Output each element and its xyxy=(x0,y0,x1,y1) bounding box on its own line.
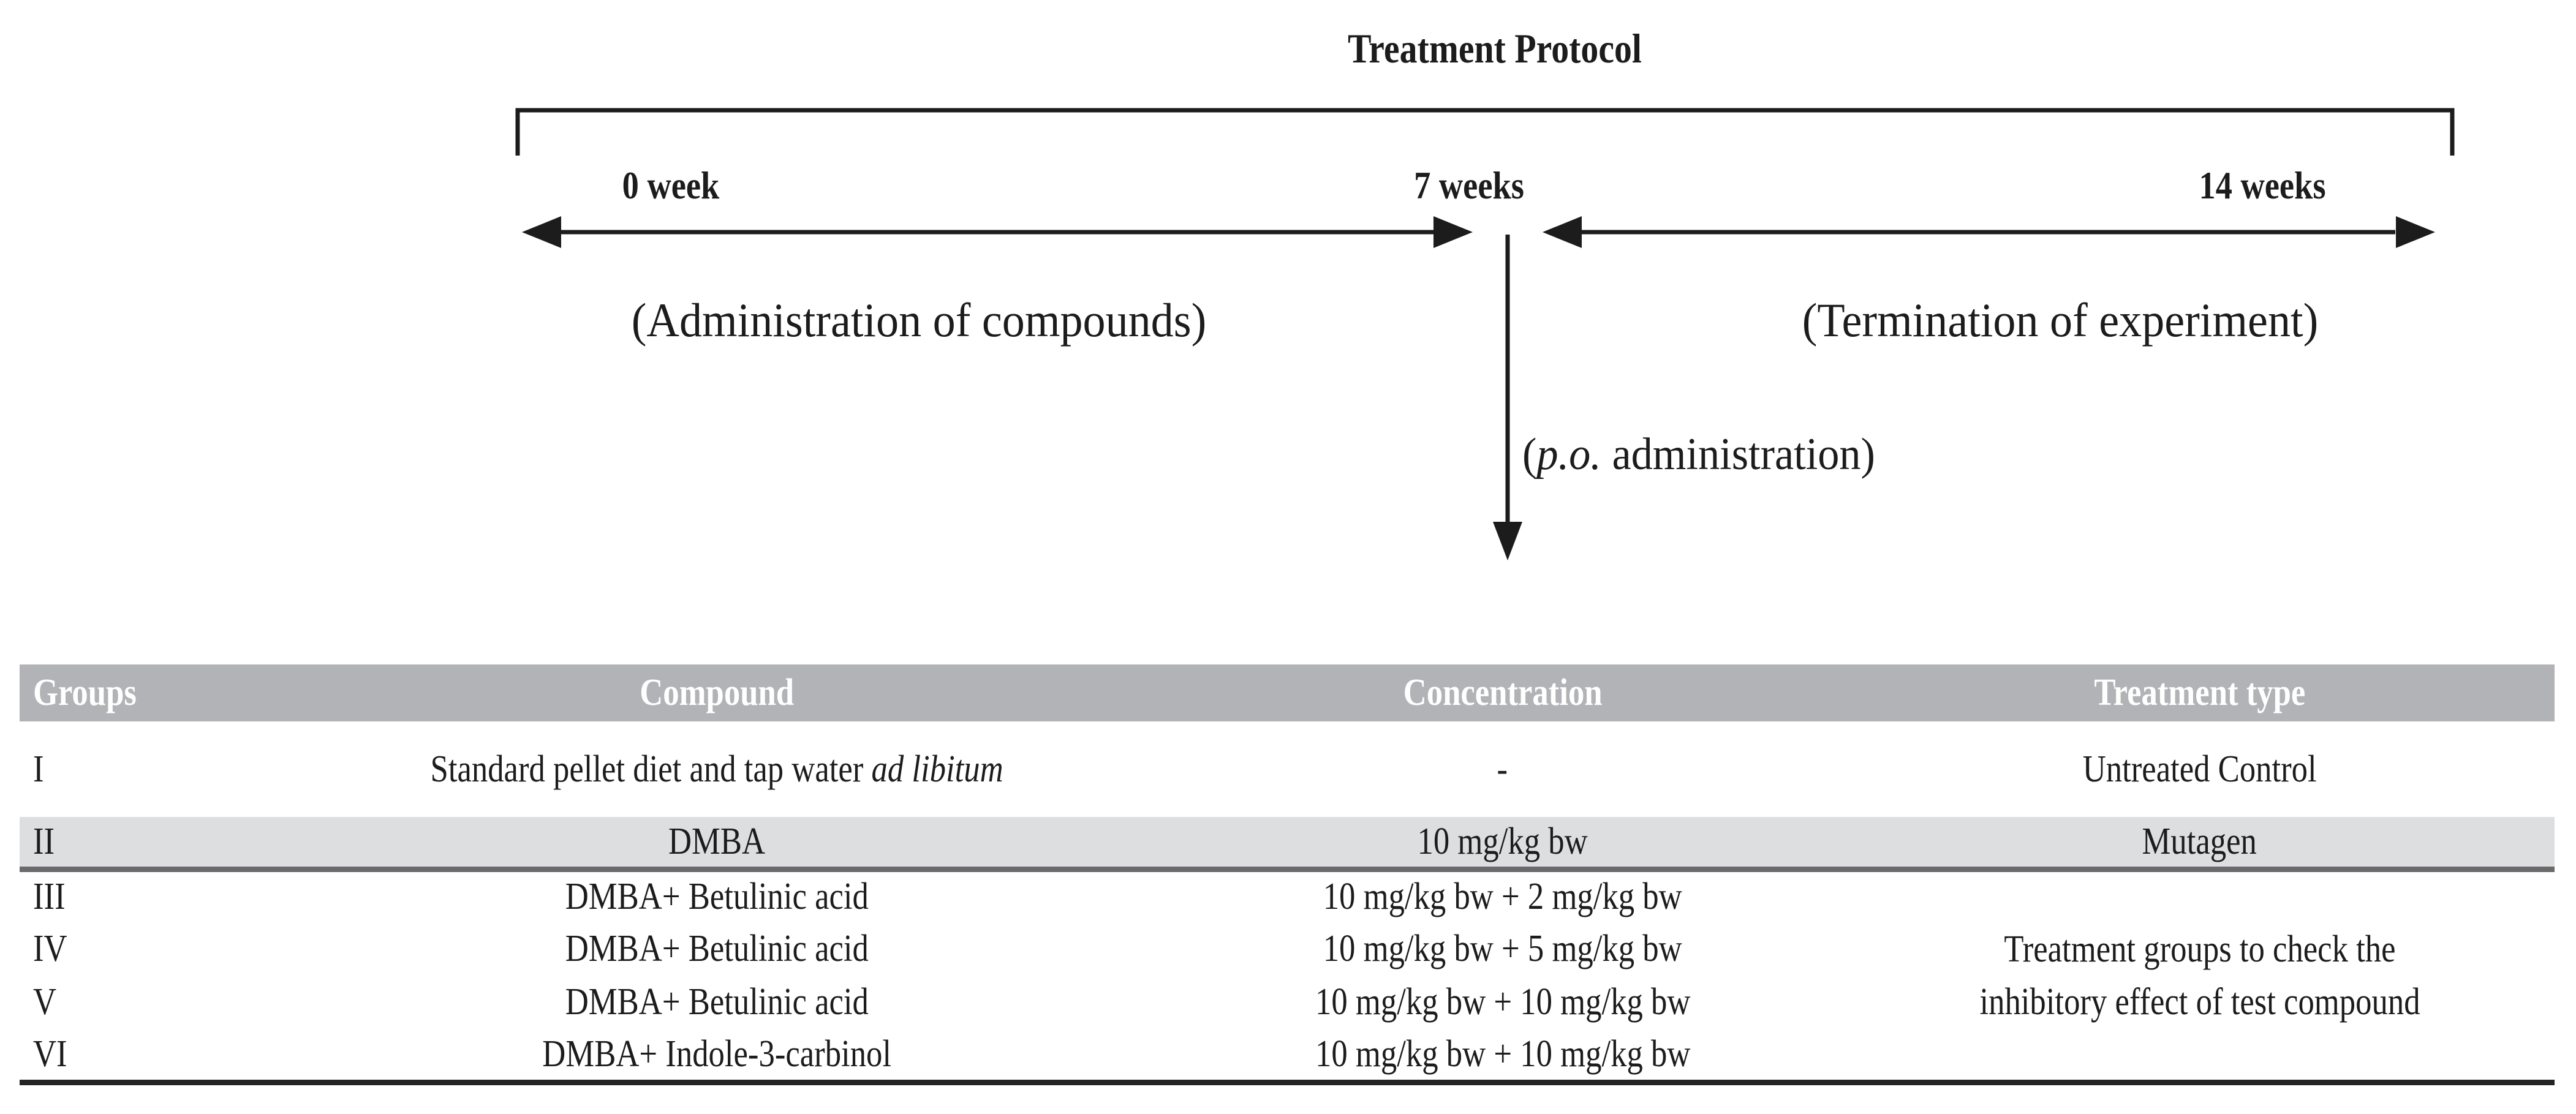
header-groups: Groups xyxy=(20,664,273,721)
header-row: Groups Compound Concentration Treatment … xyxy=(20,664,2555,721)
cell-compound-text: DMBA xyxy=(668,820,766,862)
cell-group-text: III xyxy=(33,876,66,918)
cell-treatment-text: Untreated Control xyxy=(2082,748,2317,790)
header-compound: Compound xyxy=(273,664,1160,721)
header-concentration-text: Concentration xyxy=(1403,672,1603,713)
cell-concentration: 10 mg/kg bw xyxy=(1160,817,1845,872)
cell-concentration: 10 mg/kg bw + 10 mg/kg bw xyxy=(1160,976,1845,1029)
phase2-annotation-text: (Termination of experiment) xyxy=(1802,293,2319,347)
po-suffix: administration) xyxy=(1601,429,1875,480)
timeline-graphics xyxy=(515,108,2455,560)
header-groups-text: Groups xyxy=(33,672,137,713)
label-week-7-text: 7 weeks xyxy=(1414,164,1524,207)
label-week-0: 0 week xyxy=(614,163,728,208)
table-row-iii: III DMBA+ Betulinic acid 10 mg/kg bw + 2… xyxy=(20,869,2555,1023)
phase2-arrowhead-right-icon xyxy=(2396,216,2435,248)
phase2-arrowhead-left-icon xyxy=(1543,216,1582,248)
cell-compound-text: DMBA+ Indole-3-carbinol xyxy=(542,1033,891,1075)
cell-group-text: II xyxy=(33,820,55,862)
cell-treatment: Untreated Control xyxy=(1845,721,2555,817)
merged-treatment-line2: inhibitory effect of test compound xyxy=(1845,976,2555,1028)
cell-concentration: 10 mg/kg bw + 2 mg/kg bw xyxy=(1160,869,1845,922)
label-week-7: 7 weeks xyxy=(1404,163,1534,208)
phase1-annotation: (Administration of compounds) xyxy=(616,293,1222,348)
cell-compound: Standard pellet diet and tap water ad li… xyxy=(273,721,1160,817)
treatment-protocol-diagram: Treatment Protocol 0 week 7 weeks 14 wee… xyxy=(515,24,2455,560)
compound-latin: ad libitum xyxy=(871,748,1003,790)
diagram-title: Treatment Protocol xyxy=(1322,24,1668,73)
phase1-arrowhead-right-icon xyxy=(1433,216,1473,248)
cell-group: VI xyxy=(20,1029,273,1082)
cell-treatment-text: Mutagen xyxy=(2142,820,2257,862)
label-week-14: 14 weeks xyxy=(2188,163,2337,208)
phase2-annotation: (Termination of experiment) xyxy=(1789,293,2332,348)
cell-group: IV xyxy=(20,922,273,976)
cell-concentration-text: - xyxy=(1497,748,1508,790)
cell-compound-text: DMBA+ Betulinic acid xyxy=(565,928,869,969)
groups-table-body: I Standard pellet diet and tap water ad … xyxy=(20,721,2555,1082)
cell-compound: DMBA+ Betulinic acid xyxy=(273,869,1160,922)
label-week-14-text: 14 weeks xyxy=(2199,164,2326,207)
cell-group-text: IV xyxy=(33,928,67,969)
groups-table-header: Groups Compound Concentration Treatment … xyxy=(20,664,2555,721)
phase1-annotation-text: (Administration of compounds) xyxy=(631,293,1207,347)
label-week-0-text: 0 week xyxy=(622,164,720,207)
cell-group-text: V xyxy=(33,981,57,1023)
table-row-ii: II DMBA 10 mg/kg bw Mutagen xyxy=(20,817,2555,872)
cell-treatment-merged: Treatment groups to check the inhibitory… xyxy=(1845,869,2555,1082)
dose-arrowhead-down-icon xyxy=(1493,522,1522,560)
groups-table: Groups Compound Concentration Treatment … xyxy=(20,664,2555,1085)
cell-compound: DMBA+ Betulinic acid xyxy=(273,922,1160,976)
merged-treatment-line2-text: inhibitory effect of test compound xyxy=(1979,981,2420,1023)
cell-group-text: I xyxy=(33,748,44,790)
cell-concentration-text: 10 mg/kg bw + 10 mg/kg bw xyxy=(1315,981,1690,1023)
cell-concentration: - xyxy=(1160,721,1845,817)
cell-group: I xyxy=(20,721,273,817)
cell-group: II xyxy=(20,817,273,872)
po-annotation-text: (p.o. administration) xyxy=(1522,429,1875,481)
cell-compound: DMBA+ Betulinic acid xyxy=(273,976,1160,1029)
header-compound-text: Compound xyxy=(639,672,794,713)
compound-main: Standard pellet diet and tap water xyxy=(430,748,872,790)
cell-compound-text: DMBA+ Betulinic acid xyxy=(565,876,869,918)
po-paren-open: ( xyxy=(1522,429,1537,480)
cell-concentration: 10 mg/kg bw + 5 mg/kg bw xyxy=(1160,922,1845,976)
cell-concentration-text: 10 mg/kg bw + 5 mg/kg bw xyxy=(1323,928,1682,969)
cell-compound-text: Standard pellet diet and tap water ad li… xyxy=(430,748,1003,791)
phase1-arrowhead-left-icon xyxy=(522,216,561,248)
cell-concentration-text: 10 mg/kg bw xyxy=(1417,820,1588,862)
cell-group-text: VI xyxy=(33,1033,67,1075)
cell-concentration: 10 mg/kg bw + 10 mg/kg bw xyxy=(1160,1029,1845,1082)
timeline-bracket xyxy=(515,108,2455,156)
header-treatment-type: Treatment type xyxy=(1845,664,2555,721)
cell-treatment: Mutagen xyxy=(1845,817,2555,872)
cell-compound: DMBA+ Indole-3-carbinol xyxy=(273,1029,1160,1082)
cell-concentration-text: 10 mg/kg bw + 10 mg/kg bw xyxy=(1315,1033,1690,1075)
header-treatment-type-text: Treatment type xyxy=(2094,672,2306,713)
merged-treatment-line1-text: Treatment groups to check the xyxy=(2004,928,2396,970)
cell-group: III xyxy=(20,869,273,922)
diagram-title-text: Treatment Protocol xyxy=(1348,25,1642,72)
cell-group: V xyxy=(20,976,273,1029)
po-administration-annotation: (p.o. administration) xyxy=(1522,429,1894,481)
merged-treatment-line1: Treatment groups to check the xyxy=(1845,923,2555,976)
cell-compound-text: DMBA+ Betulinic acid xyxy=(565,981,869,1023)
cell-concentration-text: 10 mg/kg bw + 2 mg/kg bw xyxy=(1323,876,1682,918)
table-row-i: I Standard pellet diet and tap water ad … xyxy=(20,721,2555,817)
header-concentration: Concentration xyxy=(1160,664,1845,721)
po-abbreviation: p.o. xyxy=(1536,429,1601,480)
cell-compound: DMBA xyxy=(273,817,1161,872)
